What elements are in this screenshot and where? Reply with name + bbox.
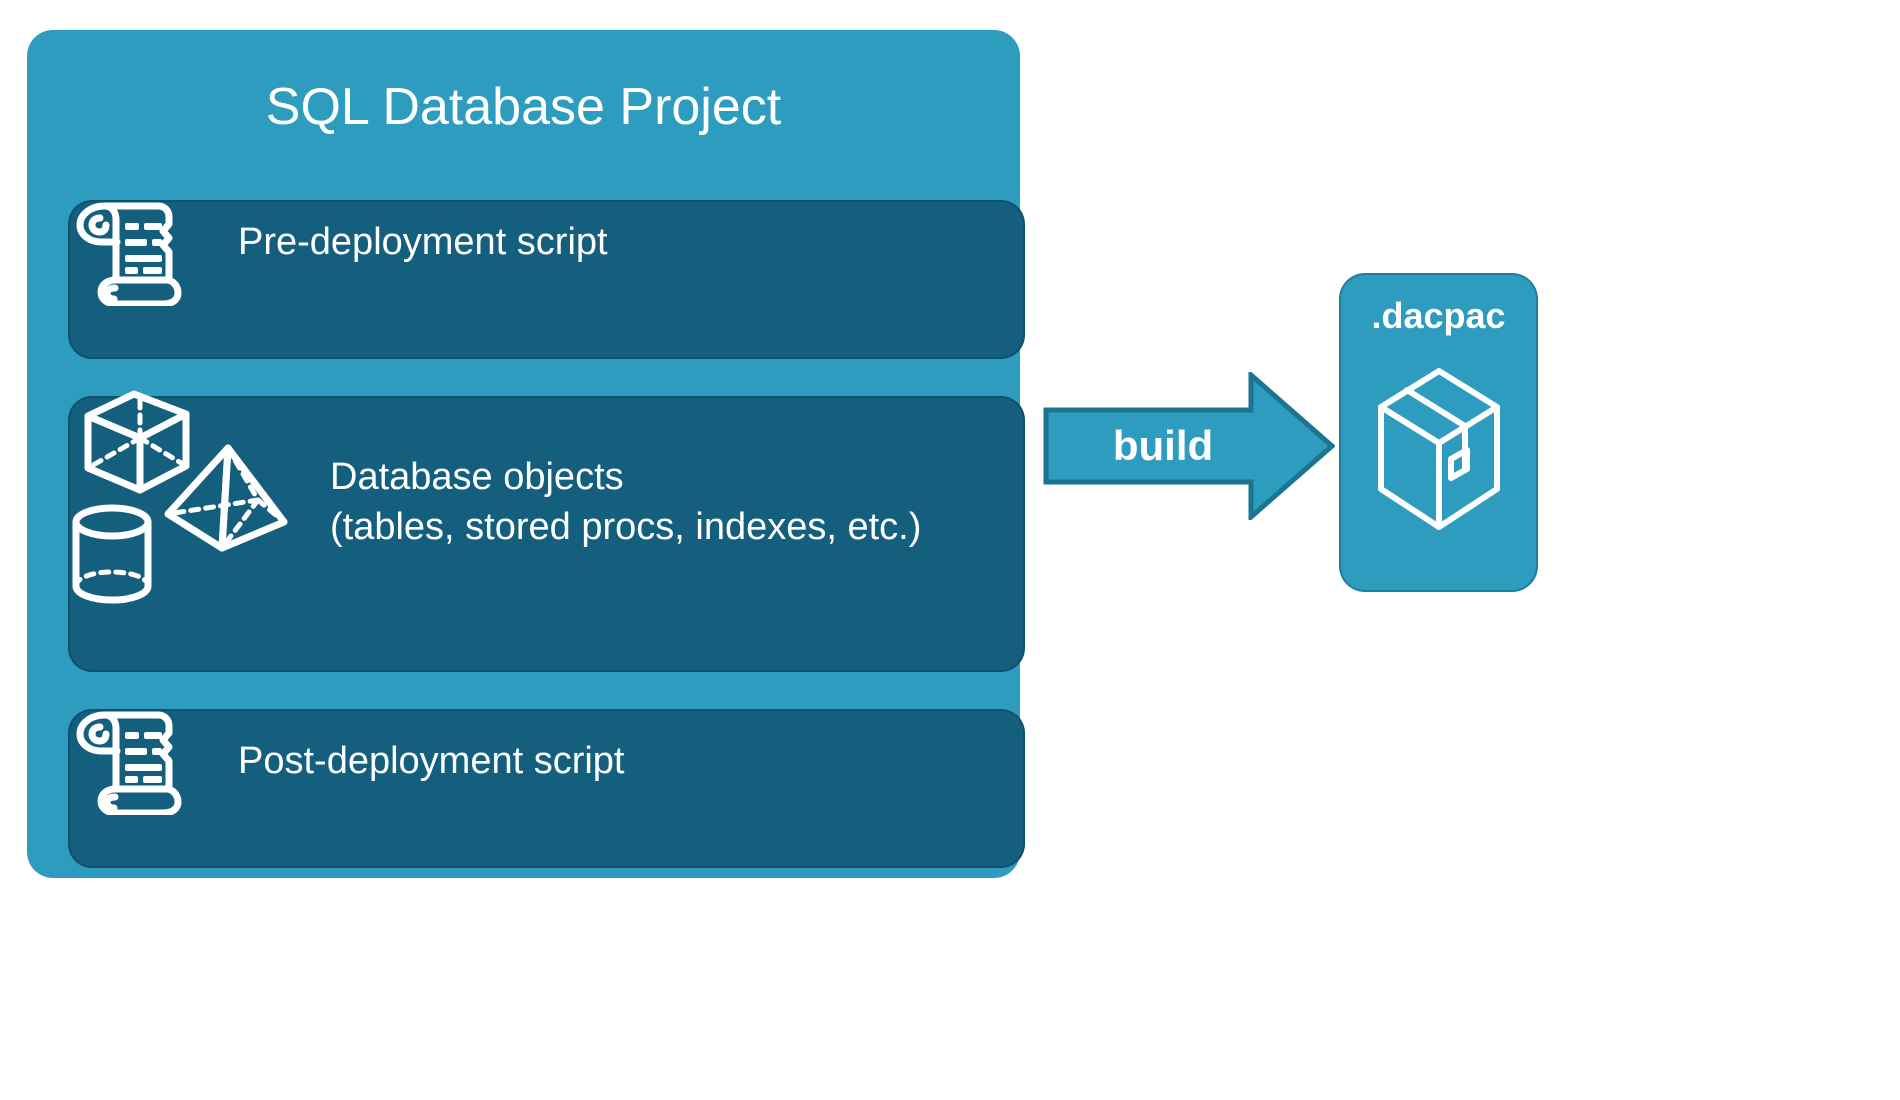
dacpac-output-card[interactable]	[1341, 275, 1536, 590]
cylinder-icon	[72, 504, 152, 604]
package-box-icon	[1378, 368, 1500, 530]
database-objects-label-line2: (tables, stored procs, indexes, etc.)	[330, 506, 922, 548]
right-arrow-icon	[1043, 372, 1335, 520]
pre-deployment-script-card[interactable]	[70, 202, 1023, 357]
database-objects-card[interactable]	[70, 398, 1023, 670]
scroll-icon	[76, 711, 182, 815]
pyramid-icon	[164, 444, 288, 552]
post-deployment-script-label: Post-deployment script	[238, 740, 625, 782]
cube-icon	[84, 390, 190, 494]
scroll-icon	[76, 202, 182, 306]
dacpac-title: .dacpac	[1371, 295, 1506, 336]
database-objects-label-line1: Database objects	[330, 456, 624, 498]
post-deployment-script-card[interactable]	[70, 711, 1023, 866]
sql-database-project-container: SQL Database Project	[27, 30, 1023, 878]
database-objects-label: Database objects (tables, stored procs, …	[330, 452, 921, 552]
pre-deployment-script-label: Pre-deployment script	[238, 221, 608, 263]
page-title: SQL Database Project	[265, 78, 782, 136]
